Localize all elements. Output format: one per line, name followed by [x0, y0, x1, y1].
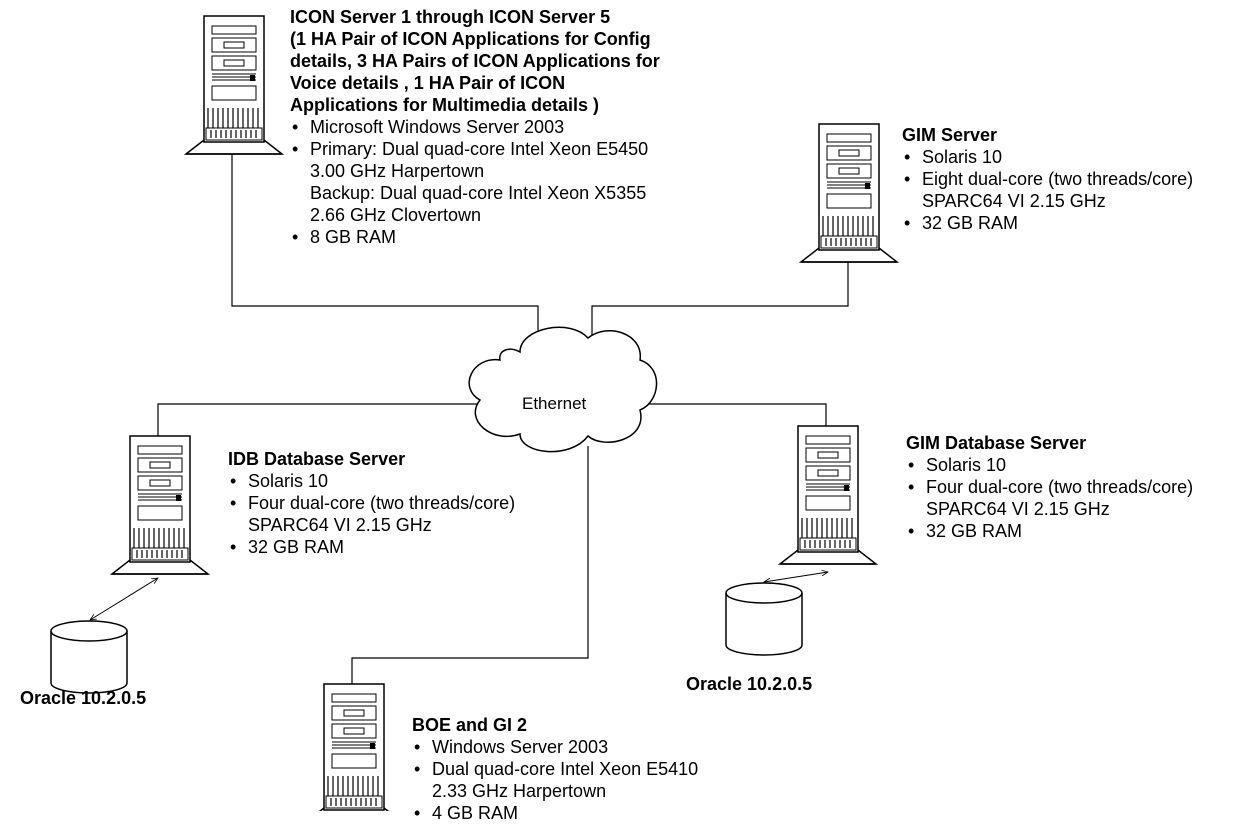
gim-server-title: GIM Server: [902, 125, 998, 145]
gim-db-server-block: GIM Database Server Solaris 10 Four dual…: [906, 432, 1256, 542]
gim-db-server-specs: Solaris 10 Four dual-core (two threads/c…: [906, 454, 1256, 542]
spec-item: 4 GB RAM: [412, 802, 792, 824]
link-gim-db-server: [648, 403, 827, 428]
icon-servers-specs: Microsoft Windows Server 2003 Primary: D…: [290, 116, 780, 248]
icon-servers-block: ICON Server 1 through ICON Server 5 (1 H…: [290, 6, 780, 248]
link-gim-server: [591, 262, 849, 340]
ethernet-label: Ethernet: [522, 394, 587, 413]
gim-db-link: [764, 572, 828, 582]
idb-database-icon: [50, 620, 128, 694]
spec-item: Solaris 10: [902, 146, 1252, 168]
spec-item: Primary: Dual quad-core Intel Xeon E5450…: [290, 138, 780, 226]
spec-item: Windows Server 2003: [412, 736, 792, 758]
spec-item: 32 GB RAM: [906, 520, 1256, 542]
icon-server-tower-icon: [185, 15, 283, 155]
spec-item: Eight dual-core (two threads/core) SPARC…: [902, 168, 1252, 212]
spec-item: 32 GB RAM: [902, 212, 1252, 234]
boe-server-title: BOE and GI 2: [412, 715, 528, 735]
ethernet-cloud-icon: [468, 326, 658, 453]
idb-server-specs: Solaris 10 Four dual-core (two threads/c…: [228, 470, 588, 558]
spec-item: Dual quad-core Intel Xeon E5410 2.33 GHz…: [412, 758, 792, 802]
spec-item: Solaris 10: [228, 470, 588, 492]
gim-server-specs: Solaris 10 Eight dual-core (two threads/…: [902, 146, 1252, 234]
gim-database-icon: [725, 582, 803, 656]
boe-server-specs: Windows Server 2003 Dual quad-core Intel…: [412, 736, 792, 824]
spec-item: Four dual-core (two threads/core) SPARC6…: [906, 476, 1256, 520]
gim-server-block: GIM Server Solaris 10 Eight dual-core (t…: [902, 124, 1252, 234]
spec-item: Microsoft Windows Server 2003: [290, 116, 780, 138]
idb-server-title: IDB Database Server: [228, 449, 406, 469]
spec-item: 32 GB RAM: [228, 536, 588, 558]
boe-server-block: BOE and GI 2 Windows Server 2003 Dual qu…: [412, 714, 792, 824]
link-idb-server: [157, 403, 478, 438]
gim-database-label: Oracle 10.2.0.5: [686, 674, 813, 694]
spec-item: Four dual-core (two threads/core) SPARC6…: [228, 492, 588, 536]
spec-item: Solaris 10: [906, 454, 1256, 476]
idb-db-link: [90, 578, 158, 620]
gim-server-tower-icon: [800, 123, 898, 263]
idb-server-tower-icon: [111, 435, 209, 575]
idb-database-label: Oracle 10.2.0.5: [20, 688, 147, 708]
gim-db-server-tower-icon: [779, 425, 877, 565]
boe-server-tower-icon: [305, 683, 403, 811]
idb-server-block: IDB Database Server Solaris 10 Four dual…: [228, 448, 588, 558]
link-icon-server: [231, 148, 539, 340]
network-links: [157, 148, 849, 686]
link-boe-server: [351, 446, 589, 686]
gim-db-server-title: GIM Database Server: [906, 433, 1087, 453]
spec-item: 8 GB RAM: [290, 226, 780, 248]
icon-servers-title: ICON Server 1 through ICON Server 5 (1 H…: [290, 7, 660, 115]
